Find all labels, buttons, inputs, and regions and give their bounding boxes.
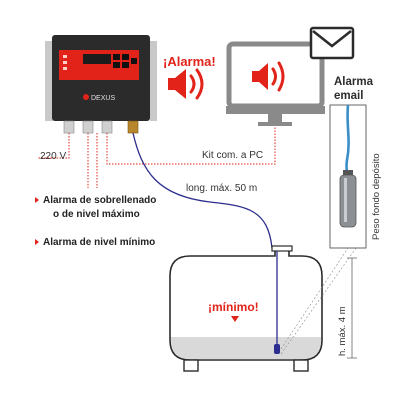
probe-connector xyxy=(127,120,139,134)
probe-detail-panel xyxy=(329,104,367,249)
probe-weight-label: Peso fondo depósito xyxy=(371,153,382,240)
control-unit: DEXUS xyxy=(45,35,157,134)
tank-icon xyxy=(169,245,323,372)
mounting-bracket xyxy=(45,41,53,121)
pc-link-label: Kit com. a PC xyxy=(202,150,263,161)
power-link xyxy=(38,133,70,159)
envelope-icon xyxy=(309,26,355,60)
tank-liquid xyxy=(171,337,321,359)
device-display xyxy=(83,54,111,64)
mounting-bracket-right xyxy=(150,41,157,121)
email-alarm-label-line1: Alarma xyxy=(334,76,374,88)
bullet-arrow-icon xyxy=(35,239,39,245)
device-brand: DEXUS xyxy=(91,95,115,102)
probe-highlight xyxy=(344,178,347,222)
device-led xyxy=(63,61,67,64)
bullet-arrow-icon xyxy=(35,197,39,203)
cable-gland xyxy=(101,120,113,134)
speaker-alarm-icon-monitor xyxy=(252,61,285,92)
tank-min-label: ¡mínimo! xyxy=(208,300,259,314)
probe-neck xyxy=(343,170,353,175)
device-key xyxy=(131,58,137,64)
cable-length-label: long. máx. 50 m xyxy=(186,183,257,194)
device-key xyxy=(122,62,129,68)
down-arrow-icon xyxy=(231,316,239,322)
brand-logo-icon xyxy=(83,94,89,100)
probe-sensor xyxy=(274,344,280,354)
monitor-icon xyxy=(226,41,325,126)
detail-callout-line xyxy=(280,247,357,355)
speaker-alarm-icon xyxy=(168,68,204,100)
cable-gland xyxy=(63,120,75,134)
alarm-output-links xyxy=(87,133,98,188)
pressure-probe-icon xyxy=(339,174,357,228)
alarm-overfill-label-line1: Alarma de sobrellenado xyxy=(43,195,156,206)
cable-gland xyxy=(82,120,94,134)
alarm-top-label: ¡Alarma! xyxy=(163,54,216,69)
power-label: 220 V xyxy=(40,151,66,162)
alarm-min-label: Alarma de nivel mínimo xyxy=(43,237,155,248)
detail-callout-line xyxy=(280,247,349,350)
device-led xyxy=(63,55,67,58)
device-key xyxy=(122,54,129,60)
device-key xyxy=(113,62,120,68)
probe-cable xyxy=(132,132,273,249)
height-max-label: h. máx. 4 m xyxy=(337,306,348,356)
pc-link xyxy=(106,126,276,165)
device-led xyxy=(63,67,67,70)
alarm-overfill-label-line2: o de nivel máximo xyxy=(53,209,140,220)
height-dimension xyxy=(347,257,357,359)
device-key xyxy=(113,54,120,60)
email-alarm-label-line2: email xyxy=(334,90,363,102)
